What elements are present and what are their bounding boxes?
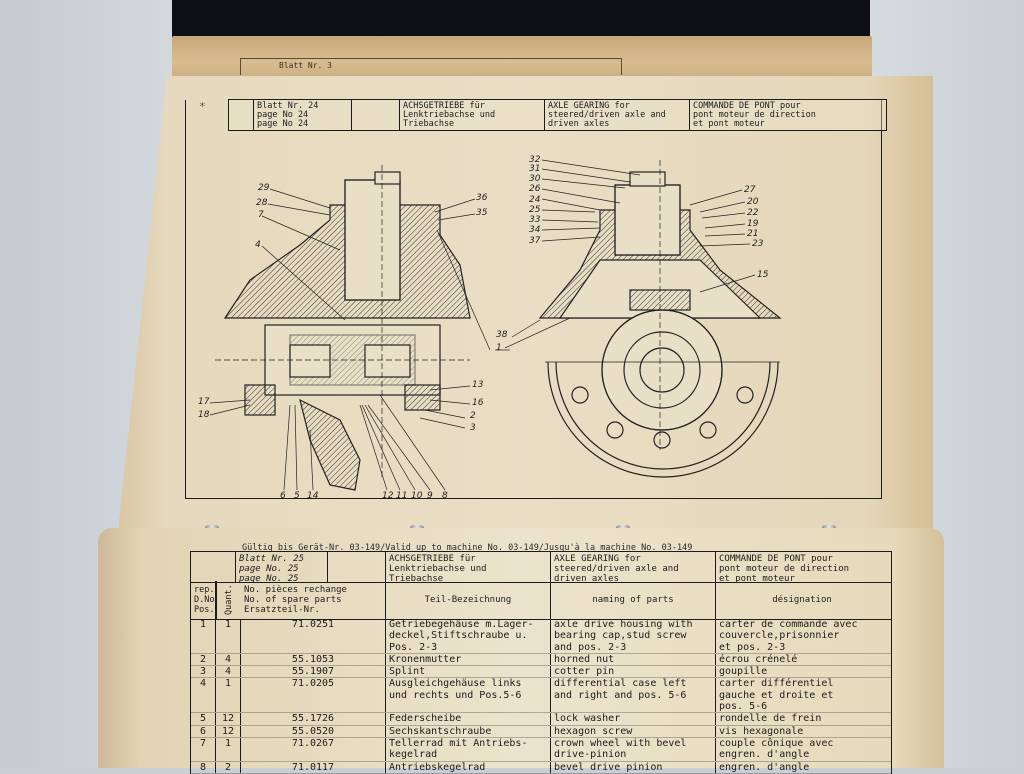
table-row: 4 1 71.0205 Ausgleichgehäuse links und r… xyxy=(191,678,891,714)
title-german: ACHSGETRIEBE für Lenktriebachse und Trie… xyxy=(386,552,551,584)
table-row: 7 1 71.0267 Tellerrad mit Antriebs- kege… xyxy=(191,737,891,762)
table-row: 5 12 55.1726 Federscheibe lock washer ro… xyxy=(191,713,891,726)
table-row: 6 12 55.0520 Sechskantschraube hexagon s… xyxy=(191,725,891,738)
title-french: COMMANDE DE PONT pour pont moteur de dir… xyxy=(693,101,816,129)
parts-table-body: 1 1 71.0251 Getriebegehäuse m.Lager- dec… xyxy=(190,619,892,774)
title-english: AXLE GEARING for steered/driven axle and… xyxy=(545,100,690,130)
col-german: Teil-Bezeichnung xyxy=(386,581,551,619)
bottom-page xyxy=(98,528,944,768)
parts-table-header: rep. D.No Pos. Quant. No. pièces rechang… xyxy=(190,581,892,620)
title-english: AXLE GEARING for steered/driven axle and… xyxy=(551,552,716,584)
table-row: 3 4 55.1907 Splint cotter pin goupille xyxy=(191,666,891,679)
col-french: désignation xyxy=(772,595,832,605)
sheet-number: Blatt Nr. 24 page No 24 page No 24 xyxy=(254,100,352,130)
title-german: ACHSGETRIEBE für Lenktriebachse und Trie… xyxy=(400,100,545,130)
asterisk-mark: * xyxy=(199,100,206,113)
sheet-number: Blatt Nr. 25 page No. 25 page No. 25 xyxy=(236,552,328,584)
validity-note: Gültig bis Gerät-Nr. 03-149/Valid up to … xyxy=(242,543,693,553)
drawing-frame xyxy=(185,100,882,499)
bottom-page-header: Blatt Nr. 25 page No. 25 page No. 25 ACH… xyxy=(190,551,892,584)
col-english: naming of parts xyxy=(551,581,716,619)
top-page-header: Blatt Nr. 24 page No 24 page No 24 ACHSG… xyxy=(228,99,887,131)
col-qty: Quant. xyxy=(216,581,241,619)
col-part-no: No. pièces rechange No. of spare parts E… xyxy=(241,581,386,619)
back-page-header: Blatt Nr. 3 xyxy=(240,58,622,75)
table-row: 2 4 55.1053 Kronenmutter horned nut écro… xyxy=(191,653,891,667)
title-french: COMMANDE DE PONT pour pont moteur de dir… xyxy=(719,554,850,584)
table-row: 1 1 71.0251 Getriebegehäuse m.Lager- dec… xyxy=(191,619,891,654)
col-pos: rep. D.No Pos. xyxy=(191,581,216,619)
